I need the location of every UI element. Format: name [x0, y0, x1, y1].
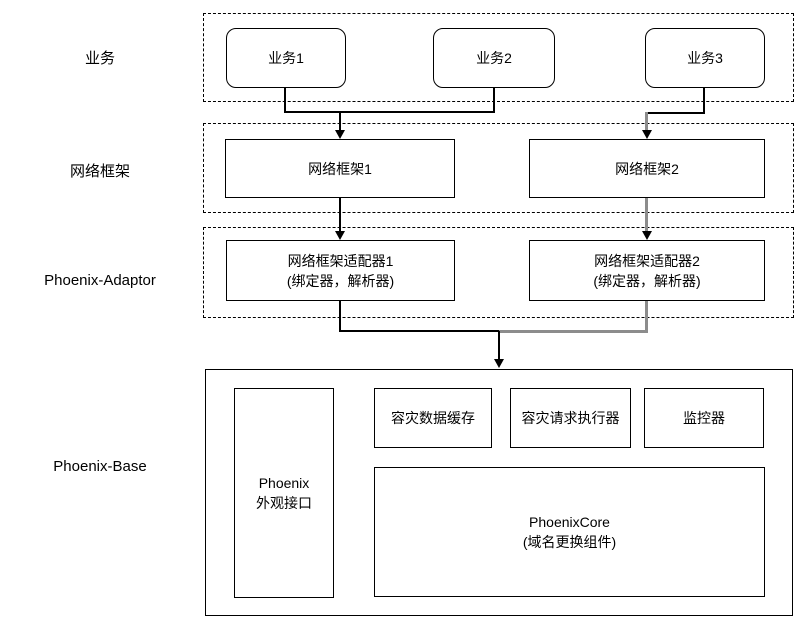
phoenix-facade-box: Phoenix 外观接口 [234, 388, 334, 598]
connector-biz1-stem [284, 87, 286, 113]
arrowhead-into-base [494, 359, 504, 368]
framework-box-1: 网络框架1 [225, 139, 455, 198]
adaptor-box-1-subtitle: (绑定器，解析器) [286, 272, 395, 289]
phoenix-facade-line1: Phoenix [258, 475, 310, 491]
row-label-phoenix-adaptor: Phoenix-Adaptor [44, 272, 156, 289]
arrowhead-into-fw1 [335, 130, 345, 139]
connector-ad1-drop [339, 301, 341, 332]
business-group-container [203, 13, 794, 102]
monitor-box: 监控器 [644, 388, 764, 448]
adaptor-box-2-title: 网络框架适配器2 [594, 252, 700, 269]
adaptor-box-2: 网络框架适配器2 (绑定器，解析器) [529, 240, 765, 301]
disaster-request-executor-label: 容灾请求执行器 [521, 410, 620, 426]
business-box-2: 业务2 [433, 28, 555, 88]
framework-box-2-label: 网络框架2 [615, 160, 679, 177]
disaster-data-cache-label: 容灾数据缓存 [391, 410, 475, 426]
adaptor-box-1: 网络框架适配器1 (绑定器，解析器) [226, 240, 455, 301]
disaster-data-cache-box: 容灾数据缓存 [374, 388, 492, 448]
business-box-2-label: 业务2 [476, 50, 512, 66]
business-box-1: 业务1 [226, 28, 346, 88]
connector-biz2-stem [493, 87, 495, 113]
arrowhead-into-fw2 [642, 130, 652, 139]
row-label-business: 业务 [84, 50, 115, 67]
row-label-network: 网络框架 [69, 163, 130, 180]
arrowhead-into-ad2 [642, 231, 652, 240]
business-box-3: 业务3 [645, 28, 765, 88]
connector-to-fw2-stem-grey [645, 112, 648, 132]
disaster-request-executor-box: 容灾请求执行器 [510, 388, 631, 448]
connector-merge-left [339, 330, 500, 332]
adaptor-box-1-title: 网络框架适配器1 [287, 252, 394, 269]
connector-ad2-drop-grey [645, 301, 648, 332]
phoenix-core-line2: (域名更换组件) [522, 534, 617, 550]
business-box-1-label: 业务1 [268, 50, 304, 66]
framework-box-2: 网络框架2 [529, 139, 765, 198]
phoenix-facade-line2: 外观接口 [256, 495, 312, 511]
business-box-3-label: 业务3 [687, 50, 723, 66]
connector-biz3-stem [703, 87, 705, 114]
adaptor-box-2-subtitle: (绑定器，解析器) [593, 272, 701, 289]
adaptor-group-container [203, 227, 794, 318]
connector-to-fw1-stem [339, 111, 341, 132]
network-group-container [203, 123, 794, 213]
phoenix-core-line1: PhoenixCore [529, 514, 610, 530]
connector-biz1-biz2-horizontal [284, 111, 495, 113]
phoenix-core-box: PhoenixCore (域名更换组件) [374, 467, 765, 597]
arrowhead-into-ad1 [335, 231, 345, 240]
connector-fw2-to-ad2-grey [645, 197, 648, 233]
connector-merge-right-grey [499, 330, 648, 333]
connector-merged-drop [498, 331, 500, 361]
connector-biz3-horizontal [646, 112, 705, 114]
framework-box-1-label: 网络框架1 [308, 160, 372, 177]
row-label-phoenix-base: Phoenix-Base [53, 458, 147, 475]
connector-fw1-to-ad1 [339, 197, 341, 233]
monitor-label: 监控器 [683, 410, 725, 426]
